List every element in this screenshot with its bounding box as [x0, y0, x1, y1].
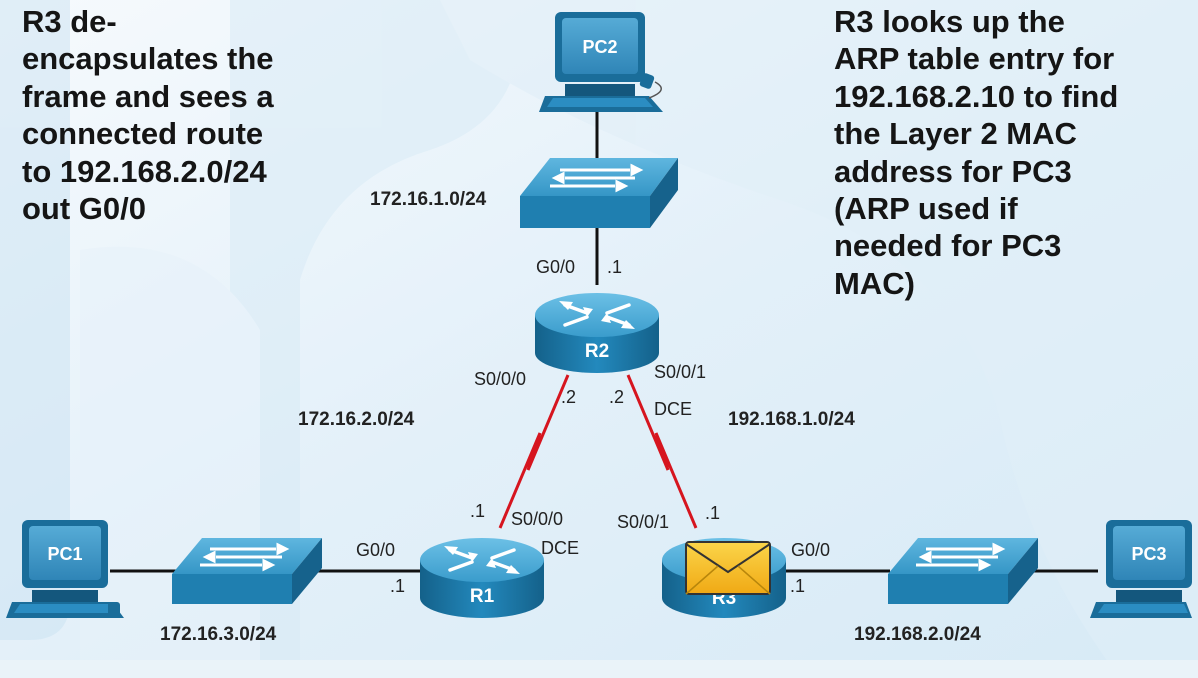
pc3-label: PC3: [1131, 544, 1166, 564]
r2-s001-host: .2: [609, 387, 624, 407]
callout-right-line: the Layer 2 MAC: [834, 116, 1077, 152]
callout-right: R3 looks up the ARP table entry for 192.…: [834, 3, 1118, 302]
callout-left-line: connected route: [22, 116, 264, 152]
r2-s000-label: S0/0/0: [474, 369, 526, 389]
switch-r2-lan: [520, 158, 678, 228]
serial-link-r2-r3: [626, 374, 698, 529]
callout-left-line: out G0/0: [22, 191, 147, 227]
r2-s001-label: S0/0/1: [654, 362, 706, 382]
network-label-r2-r3: 192.168.1.0/24: [728, 409, 855, 430]
r2-g00-label: G0/0: [536, 257, 575, 277]
network-label-r3-lan: 192.168.2.0/24: [854, 624, 981, 645]
callout-right-line: needed for PC3: [834, 228, 1062, 264]
pc1-computer: PC1: [6, 520, 124, 618]
serial-link-r1-r2: [498, 374, 570, 529]
r2-label: R2: [585, 341, 609, 362]
bottom-band: [0, 660, 1198, 678]
r1-s000-label: S0/0/0: [511, 509, 563, 529]
r1-label: R1: [470, 586, 495, 607]
callout-right-line: (ARP used if: [834, 191, 1018, 227]
r3-s001-host: .1: [705, 503, 720, 523]
callout-left-line: frame and sees a: [22, 78, 274, 114]
r1-s000-host: .1: [470, 501, 485, 521]
network-label-r1-r2: 172.16.2.0/24: [298, 409, 415, 430]
pc2-label: PC2: [582, 37, 617, 57]
pc2-computer: PC2: [539, 12, 663, 112]
router-r3: R3: [662, 538, 786, 618]
switch-r3-lan: [888, 538, 1038, 604]
pc1-label: PC1: [47, 544, 82, 564]
r1-g00-label: G0/0: [356, 540, 395, 560]
callout-right-line: 192.168.2.10 to find: [834, 78, 1119, 114]
network-label-r1-lan: 172.16.3.0/24: [160, 624, 277, 645]
envelope-icon: [685, 541, 771, 595]
router-r1: R1: [420, 538, 544, 618]
callout-left-line: R3 de-: [22, 4, 117, 39]
callout-left-line: to 192.168.2.0/24: [22, 153, 267, 189]
switch-r1-lan: [172, 538, 322, 604]
r2-s000-host: .2: [561, 387, 576, 407]
r3-g00-host: .1: [790, 576, 805, 596]
ethernet-links: [110, 108, 1098, 573]
pc3-computer: PC3: [1090, 520, 1192, 618]
r1-g00-host: .1: [390, 576, 405, 596]
serial-links: [498, 374, 698, 529]
callout-right-line: ARP table entry for: [834, 41, 1115, 77]
r3-s001-label: S0/0/1: [617, 512, 669, 532]
callout-right-line: address for PC3: [834, 153, 1072, 189]
callout-left: R3 de- encapsulates the frame and sees a…: [22, 3, 274, 227]
r3-g00-label: G0/0: [791, 540, 830, 560]
callout-right-line: MAC): [834, 265, 915, 301]
callout-left-line: encapsulates the: [22, 41, 274, 77]
r2-g00-host: .1: [607, 257, 622, 277]
r1-s000-dce: DCE: [541, 538, 579, 558]
r2-s001-dce: DCE: [654, 399, 692, 419]
network-label-r2-lan: 172.16.1.0/24: [370, 189, 487, 210]
router-r2: R2: [535, 293, 659, 373]
callout-right-line: R3 looks up the: [834, 4, 1065, 39]
